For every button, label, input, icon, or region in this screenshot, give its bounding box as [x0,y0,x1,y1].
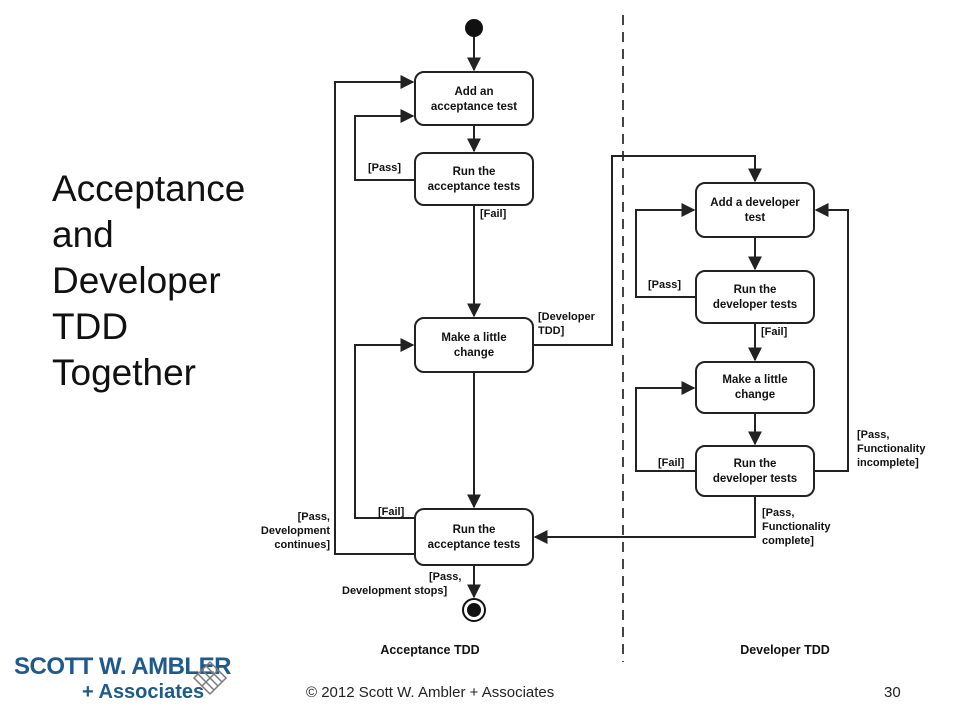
node-label: developer tests [713,299,797,311]
node-add-acceptance-test: Add an acceptance test [414,71,534,126]
title-line: Together [52,352,196,393]
final-node [462,598,486,622]
node-label: Make a little [441,332,506,344]
initial-node [465,19,483,37]
edge-pass-functionality-incomplete [814,203,849,472]
guard-fail: [Fail] [378,506,405,518]
node-run-acceptance-tests-1: Run the acceptance tests [414,152,534,206]
title-line: TDD [52,306,129,347]
logo-diamond-icon [192,660,228,696]
guard-pass-development-continues: continues] [274,539,330,551]
node-make-little-change-2: Make a little change [695,361,815,414]
footer-copyright: © 2012 Scott W. Ambler + Associates [306,684,555,701]
node-make-little-change-1: Make a little change [414,317,534,373]
node-add-developer-test: Add a developer test [695,182,815,238]
node-label: developer tests [713,473,797,485]
page-number: 30 [884,684,901,701]
edge-dev-pass-loop [635,203,696,298]
node-label: Make a little [722,374,787,386]
title-line: Acceptance [52,168,246,209]
node-label: Run the [453,166,496,178]
slide-title: Acceptance and Developer TDD Together [52,166,272,396]
node-label: Run the [453,524,496,536]
guard-pass-development-stops: [Pass, [429,571,461,583]
guard-pass-functionality-incomplete: Functionality [857,443,926,455]
node-label: Run the [734,284,777,296]
guard-pass-development-stops: Development stops] [342,585,447,597]
edge-pass-functionality-complete [533,496,756,544]
edge-pass-loop [354,109,415,181]
node-label: Add a developer [710,197,800,209]
node-label: Run the [734,458,777,470]
guard-pass-functionality-complete: complete] [762,535,814,547]
edge-pass-development-continues [334,75,415,555]
node-label: acceptance test [431,101,517,113]
edge-dev-fail-loop [635,381,696,472]
lane-label-acceptance-tdd: Acceptance TDD [380,643,479,657]
node-label: change [454,347,494,359]
guard-fail: [Fail] [761,326,788,338]
node-run-acceptance-tests-2: Run the acceptance tests [414,508,534,566]
guard-pass-functionality-incomplete: incomplete] [857,457,919,469]
lane-label-developer-tdd: Developer TDD [740,643,830,657]
logo-wordmark-associates: + Associates [82,681,205,703]
guard-pass-development-continues: Development [261,525,330,537]
guard-developer-tdd: [Developer [538,311,596,323]
guard-pass-functionality-complete: Functionality [762,521,831,533]
guard-pass: [Pass] [648,279,681,291]
title-line: Developer [52,260,221,301]
title-line: and [52,214,114,255]
node-label: test [745,212,766,224]
edge-developer-tdd [533,155,762,346]
node-label: acceptance tests [428,181,521,193]
guard-pass: [Pass] [368,162,401,174]
node-label: change [735,389,775,401]
guard-fail: [Fail] [658,457,685,469]
node-label: Add an [455,86,494,98]
node-run-developer-tests-2: Run the developer tests [695,445,815,497]
guard-developer-tdd: TDD] [538,325,565,337]
guard-pass-development-continues: [Pass, [298,511,330,523]
node-label: acceptance tests [428,539,521,551]
guard-fail: [Fail] [480,208,507,220]
node-run-developer-tests-1: Run the developer tests [695,270,815,324]
guard-pass-functionality-complete: [Pass, [762,507,794,519]
guard-pass-functionality-incomplete: [Pass, [857,429,889,441]
logo-wordmark: SCOTT W. AMBLER [14,653,231,680]
edge-fail-loop [354,338,415,519]
